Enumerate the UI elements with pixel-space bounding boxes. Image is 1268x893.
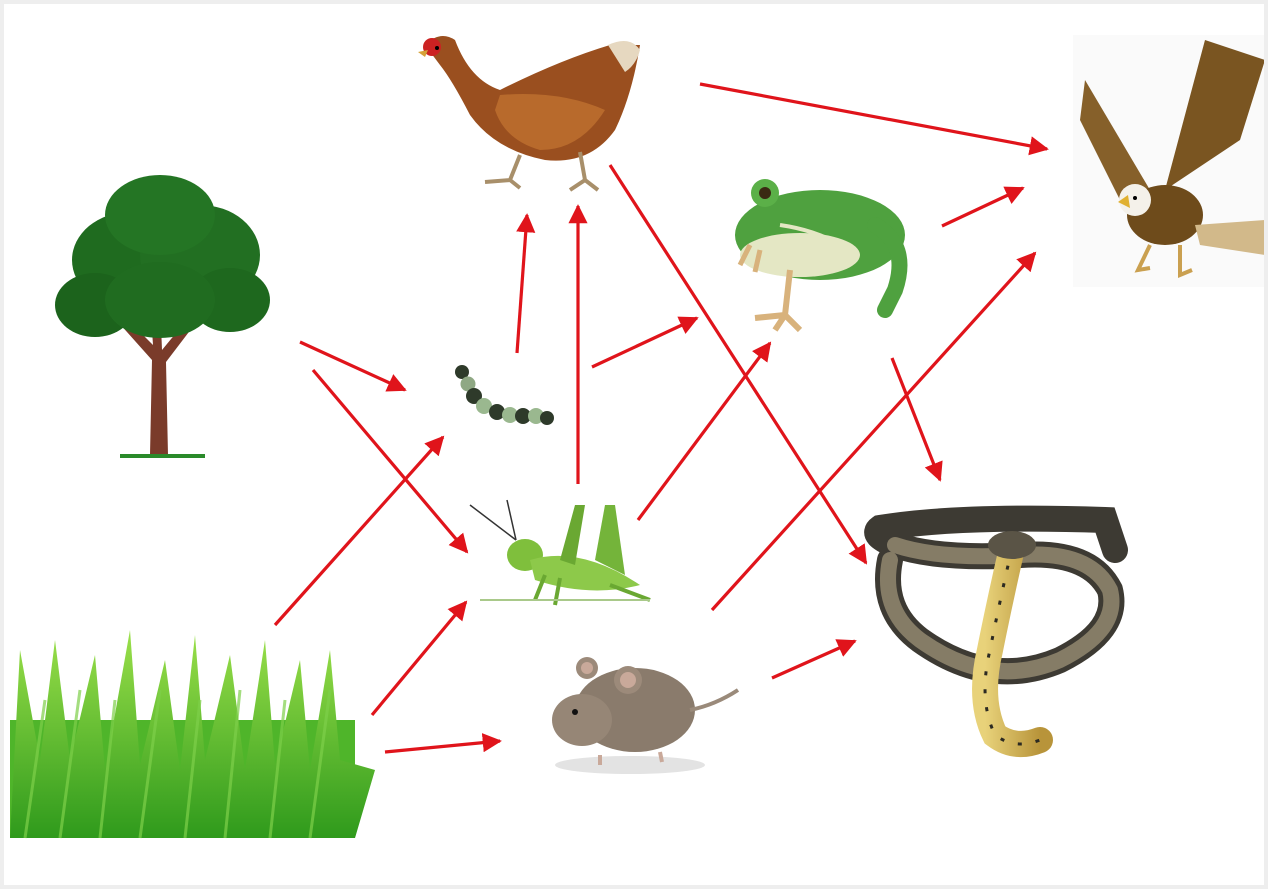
arrow-chicken-to-eagle <box>700 84 1047 149</box>
arrow-grass-to-mouse <box>385 741 500 752</box>
arrow-tree-to-grasshopper <box>313 370 467 552</box>
arrow-frog-to-eagle <box>942 188 1023 226</box>
arrow-caterpillar-to-frog <box>592 318 697 367</box>
eagle-icon <box>1073 35 1268 287</box>
snake-icon <box>877 519 1115 744</box>
grasshopper-icon <box>470 500 650 605</box>
caterpillar-icon <box>455 365 554 425</box>
arrow-grass-to-caterpillar <box>275 437 443 625</box>
tree-icon <box>55 175 270 456</box>
arrow-caterpillar-to-chicken <box>517 215 527 353</box>
frog-icon <box>735 179 905 330</box>
grass-icon <box>10 630 375 838</box>
mouse-icon <box>552 657 738 774</box>
arrow-mouse-to-snake <box>772 641 855 678</box>
arrow-grass-to-grasshopper <box>372 602 466 715</box>
arrow-grasshopper-to-frog <box>638 343 770 520</box>
chicken-icon <box>418 36 640 190</box>
arrow-tree-to-caterpillar <box>300 342 405 390</box>
arrow-frog-to-snake <box>892 358 940 480</box>
